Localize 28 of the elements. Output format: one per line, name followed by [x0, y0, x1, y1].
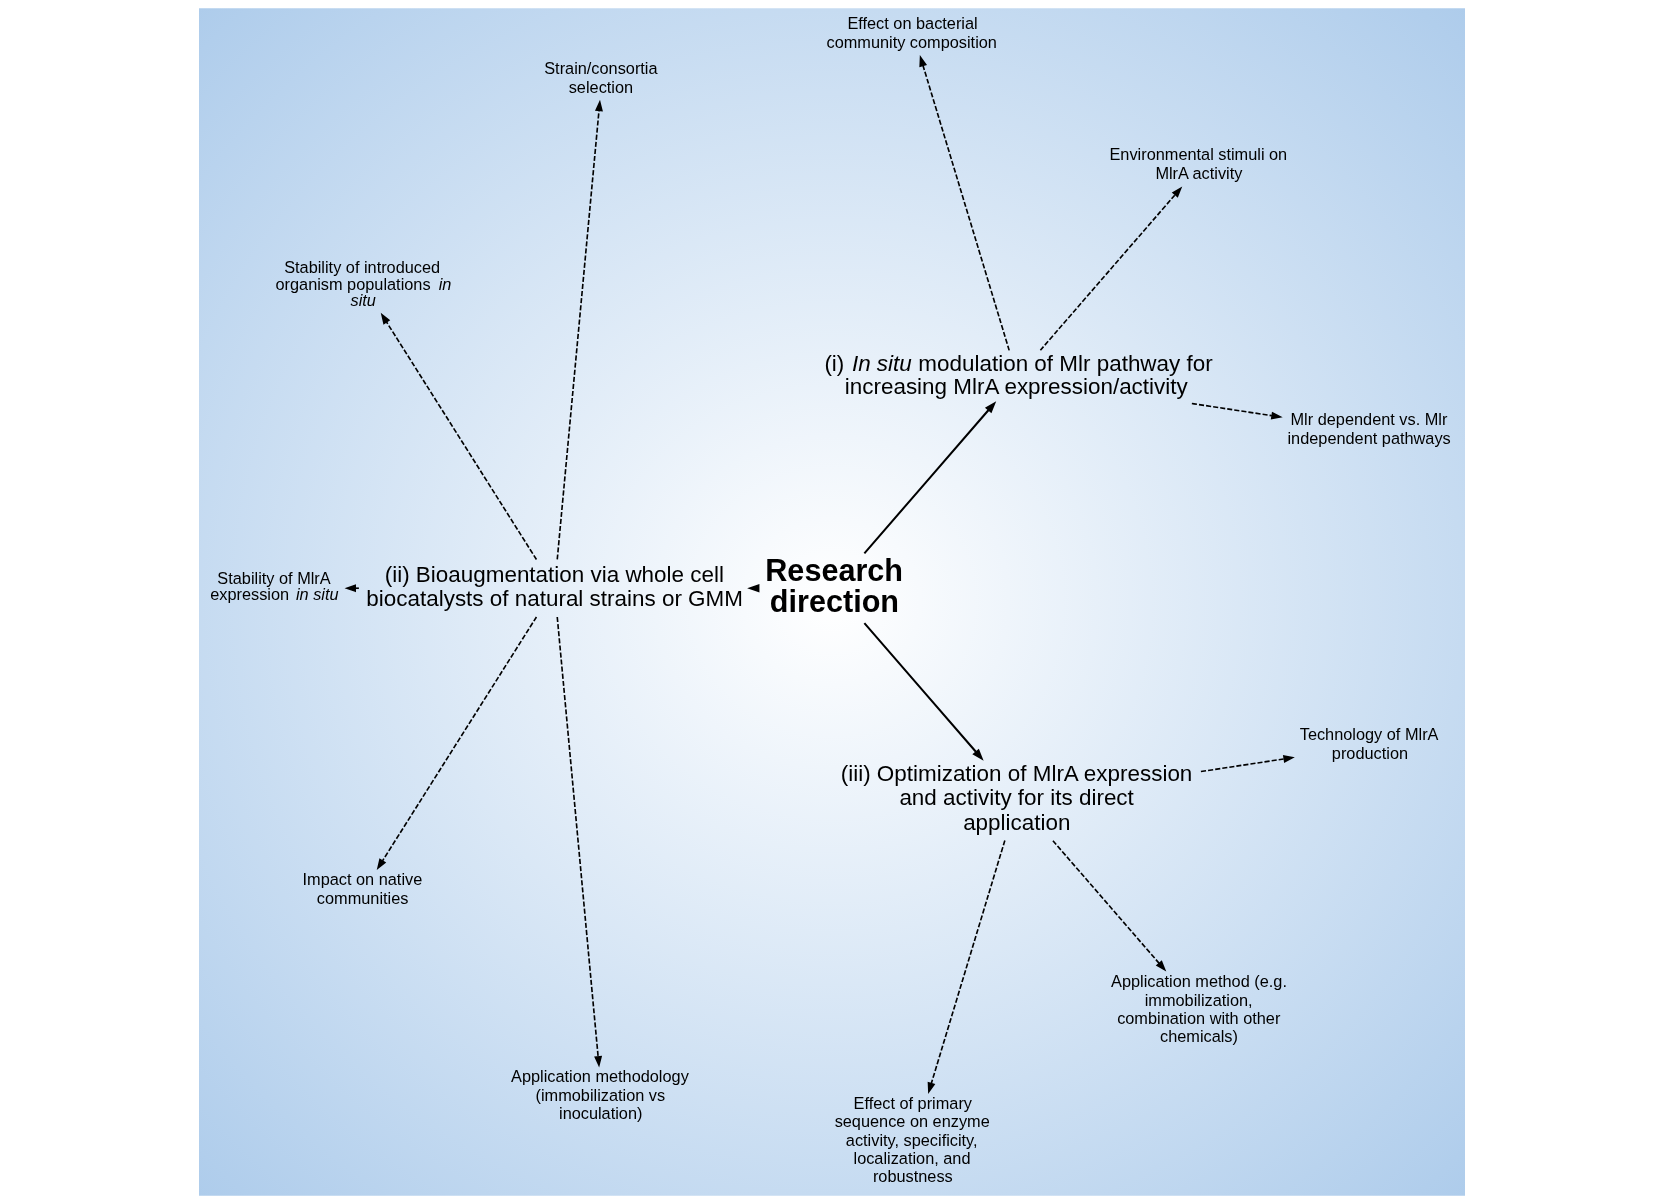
arrow — [555, 99, 603, 561]
node-text: Mlr dependent vs. Mlr independent pathways — [1286, 410, 1451, 447]
arrow — [1199, 755, 1295, 773]
arrow — [376, 616, 537, 870]
arrow — [918, 55, 1010, 352]
node-text: Effect of primary sequence on enzyme activity, specificity, localization, and robustness — [834, 1093, 990, 1186]
arrow — [1190, 402, 1283, 420]
node-text: (i) In situ modulation of Mlr pathway for increasing MlrA expression/activity — [823, 351, 1213, 399]
node-text: (iii) Optimization of MlrA expression and activity for its direct application — [840, 760, 1192, 835]
node-text: Research direction — [764, 553, 903, 618]
node-text: Stability of MlrA expression in situ — [209, 568, 339, 604]
node-text: Stability of introduced organism populations in situ — [275, 258, 451, 310]
node-text: Strain/consortia selection — [543, 59, 658, 96]
node-text: Application method (e.g. immobilization, combination with other chemicals) — [1110, 972, 1287, 1046]
arrow — [344, 584, 360, 593]
node-text: Environmental stimuli on MlrA activity — [1108, 145, 1287, 182]
node-text: (ii) Bioaugmentation via whole cell biocatalysts of natural strains or GMM — [365, 561, 743, 612]
node-text: Technology of MlrA production — [1299, 725, 1438, 762]
node-text: Application methodology (immobilization vs inoculation) — [510, 1067, 689, 1123]
node-text: Impact on native communities — [302, 870, 422, 907]
arrow — [380, 312, 537, 561]
arrow — [1051, 839, 1166, 972]
arrow — [555, 616, 602, 1068]
arrow — [1039, 186, 1182, 351]
arrow — [927, 839, 1006, 1094]
arrow — [863, 401, 996, 554]
arrow — [863, 622, 984, 761]
node-text: Effect on bacterial community composition — [825, 14, 997, 51]
